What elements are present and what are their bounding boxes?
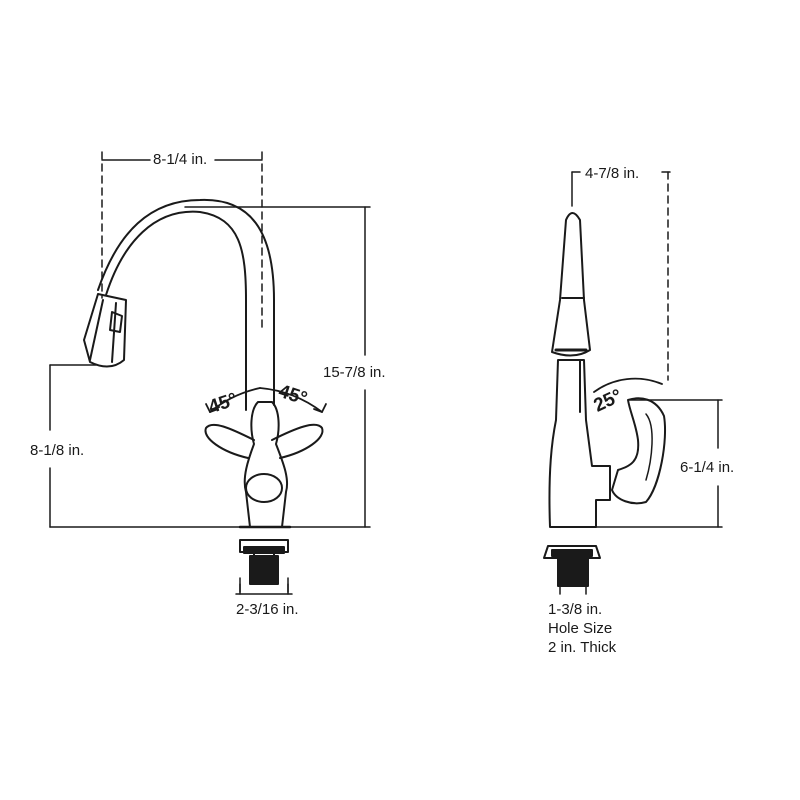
handle-height-dimension [595, 399, 723, 528]
base-width-label: 2-3/16 in. [236, 601, 299, 618]
side-mounting-shank [543, 545, 601, 595]
front-mounting-shank [239, 539, 289, 593]
hole-size-text: Hole Size [548, 620, 613, 637]
front-view: 45° 45° [49, 151, 371, 595]
side-angle-arc [593, 377, 663, 393]
reach-dimension [571, 171, 671, 381]
handle-right [271, 423, 324, 459]
side-body [548, 359, 611, 528]
front-angle-left: 45° [206, 389, 240, 418]
hole-size-value: 1-3/8 in. [548, 601, 603, 618]
handle-height-label: 6-1/4 in. [680, 459, 735, 476]
front-angle-arcs [205, 387, 327, 413]
thickness-text: 2 in. Thick [548, 639, 617, 656]
spray-head [83, 293, 127, 368]
handle-left [204, 423, 255, 459]
gooseneck-spout [105, 210, 247, 411]
spout-height-label: 8-1/8 in. [30, 442, 85, 459]
side-view: 25° [543, 171, 723, 595]
width-label: 8-1/4 in. [153, 151, 208, 168]
base-width-dimension [235, 577, 293, 595]
gooseneck-spout-inner [97, 198, 275, 406]
reach-label: 4-7/8 in. [585, 165, 640, 182]
front-angle-right: 45° [276, 381, 310, 410]
side-spout [551, 212, 591, 357]
width-dimension [101, 151, 263, 331]
spout-height-dimension [49, 364, 241, 528]
height-label: 15-7/8 in. [323, 364, 386, 381]
faucet-body [243, 401, 288, 528]
height-dimension [184, 206, 371, 528]
side-handle [611, 397, 667, 505]
